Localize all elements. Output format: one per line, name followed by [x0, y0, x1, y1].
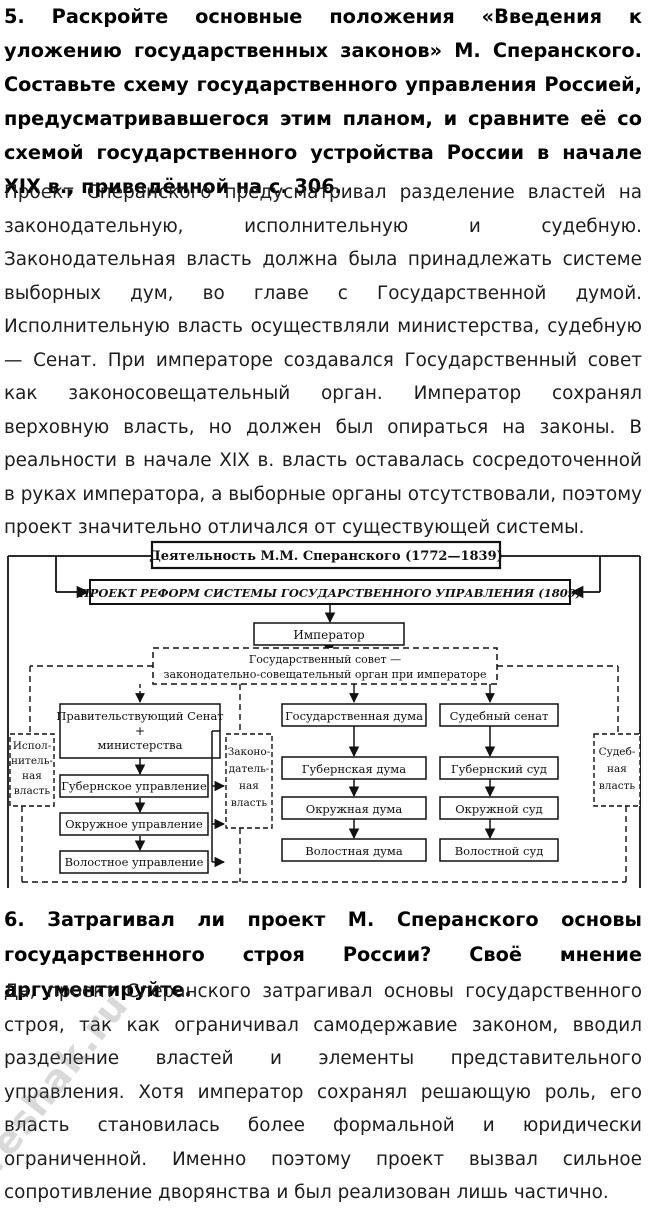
jud-level-4-box: [439, 838, 559, 862]
exec-level-2: Окружное управление: [65, 817, 203, 831]
state-council-line1: Государственный совет —: [249, 653, 401, 666]
project-label: ПРОЕКТ РЕФОРМ СИСТЕМЫ ГОСУДАРСТВЕННОГО У…: [78, 586, 581, 600]
senate-ministries-box: [59, 703, 221, 759]
legislative-power-l3: ная: [239, 780, 259, 792]
leg-level-1-box: [281, 703, 427, 727]
leg-level-3: Окружная дума: [306, 802, 403, 816]
legislative-power-l4: власть: [231, 797, 268, 809]
executive-power-l1: Испол-: [13, 740, 52, 752]
leg-level-2-box: [281, 756, 427, 780]
question-6-line2: государственного строя России? Своё мнен…: [4, 943, 642, 1001]
judicial-power-l1: Судеб-: [599, 746, 636, 758]
jud-level-3: Окружной суд: [455, 802, 543, 816]
jud-level-2-box: [439, 756, 559, 780]
legislative-power-l2: датель-: [229, 763, 270, 775]
question-6-line1: 6. Затрагивал ли проект М. Сперанского о…: [4, 908, 642, 931]
state-council-line2: законодательно-совещательный орган при и…: [164, 668, 487, 681]
emperor-label: Император: [293, 628, 365, 642]
senate-ministries-line3: министерства: [97, 738, 182, 752]
executive-power-l4: власть: [14, 785, 51, 797]
leg-level-1: Государственная дума: [285, 709, 423, 723]
leg-level-2: Губернская дума: [302, 762, 406, 776]
legislative-power-l1: Законо-: [228, 746, 271, 758]
senate-ministries-line2: +: [135, 724, 145, 738]
exec-level-2-box: [59, 812, 209, 836]
leg-level-3-box: [281, 796, 427, 820]
exec-level-1: Губернское управление: [61, 779, 207, 793]
judicial-power-l2: ная: [607, 763, 627, 775]
leg-level-4-box: [281, 838, 427, 862]
question-5: 5. Раскройте основные положения «Введени…: [4, 5, 642, 198]
jud-level-4: Волостной суд: [455, 844, 544, 858]
jud-level-1: Судебный сенат: [450, 709, 549, 723]
scheme-title-box: [150, 540, 502, 570]
question-6: 6. Затрагивал ли проект М. Сперанского о…: [4, 902, 642, 1007]
legislative-power-box: [225, 733, 273, 829]
executive-power-l2: нитель-: [11, 755, 53, 767]
scheme-title: Деятельность М.М. Сперанского (1772—1839…: [149, 549, 503, 564]
executive-power-l3: ная: [22, 770, 42, 782]
exec-level-1-box: [59, 774, 209, 798]
judicial-power-l3: власть: [599, 780, 636, 792]
government-scheme-diagram: Деятельность М.М. Сперанского (1772—1839…: [7, 540, 641, 888]
leg-level-4: Волостная дума: [305, 844, 403, 858]
answer-6: Да, проект Сперанского затрагивал основы…: [4, 981, 642, 1203]
jud-level-2: Губернский суд: [451, 762, 547, 776]
jud-level-3-box: [439, 796, 559, 820]
executive-power-box: [9, 733, 55, 807]
exec-level-3: Волостное управление: [65, 855, 204, 869]
senate-ministries-line1: Правительствующий Сенат: [56, 709, 223, 723]
jud-level-1-box: [439, 703, 559, 727]
answer-5: Проект Сперанского предусматривал раздел…: [4, 182, 642, 538]
judicial-power-box: [593, 733, 641, 807]
exec-level-3-box: [59, 850, 209, 874]
